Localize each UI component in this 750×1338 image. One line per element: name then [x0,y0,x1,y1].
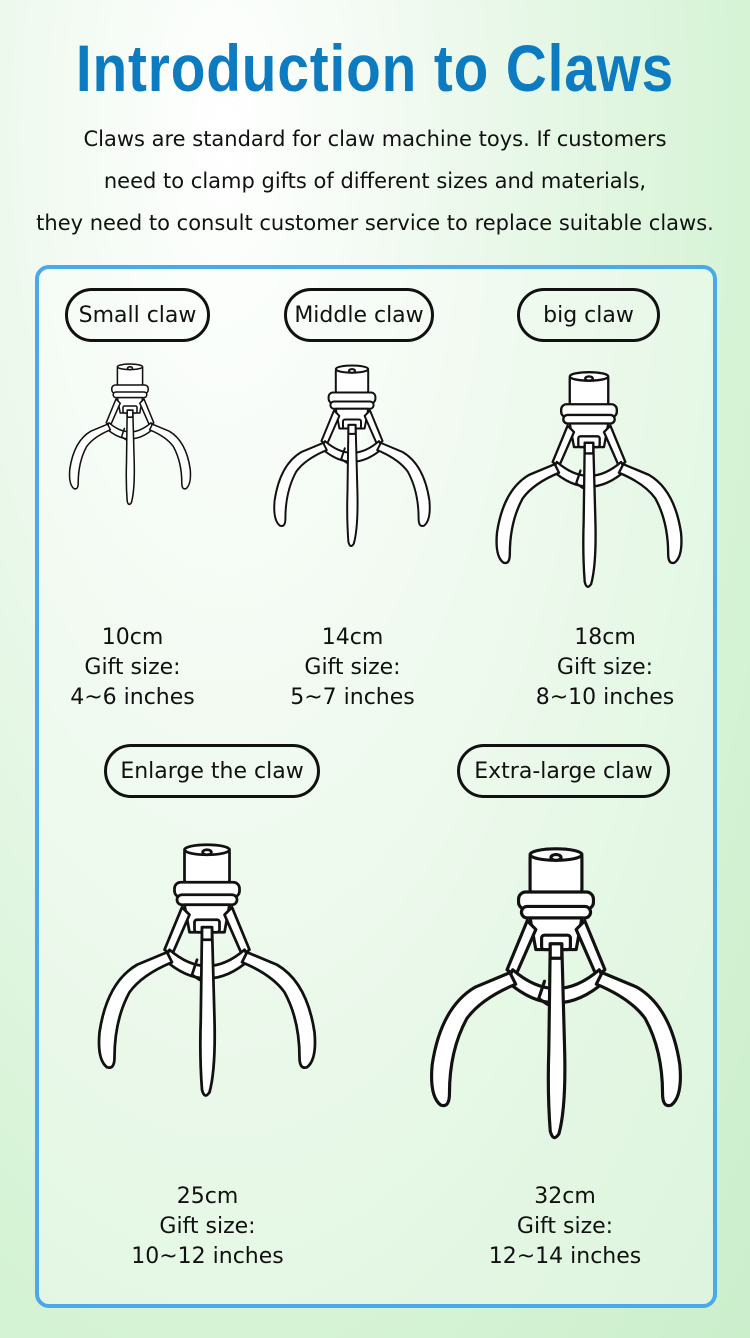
intro-line: they need to consult customer service to… [36,211,714,235]
gift-size-label: Gift size: [84,655,181,680]
gift-size-label: Gift size: [304,655,401,680]
claw-illustration-icon [429,847,683,1140]
claw-label-enlarge: Enlarge the claw [104,744,320,798]
claw-size: 14cm [321,625,384,650]
claw-size: 25cm [176,1184,239,1209]
intro-line: need to clamp gifts of different sizes a… [103,169,647,193]
claw-label-big: big claw [517,288,660,342]
claw-size: 32cm [534,1184,596,1209]
claw-size: 18cm [574,625,636,650]
claw-spec-big: 18cm Gift size: 8~10 inches [500,623,710,713]
claw-size: 10cm [101,625,164,650]
gift-size-value: 5~7 inches [290,685,415,710]
claw-illustration-icon [495,370,683,588]
claw-label-small: Small claw [65,288,210,342]
gift-size-value: 4~6 inches [70,685,195,710]
gift-size-label: Gift size: [516,1214,614,1239]
gift-size-label: Gift size: [159,1214,256,1239]
gift-size-value: 8~10 inches [535,685,675,710]
claw-illustration-icon [97,843,317,1097]
claw-spec-extra-large: 32cm Gift size: 12~14 inches [465,1182,665,1272]
claw-spec-middle: 14cm Gift size: 5~7 inches [260,623,445,713]
claw-spec-small: 10cm Gift size: 4~6 inches [40,623,225,713]
claw-spec-enlarge: 25cm Gift size: 10~12 inches [110,1182,305,1272]
intro-text: Claws are standard for claw machine toys… [0,118,750,244]
page-title: Introduction to Claws [75,31,675,105]
gift-size-label: Gift size: [556,655,654,680]
gift-size-value: 12~14 inches [488,1244,642,1269]
claw-label-extra-large: Extra-large claw [457,744,670,798]
claw-label-middle: Middle claw [284,288,434,342]
gift-size-value: 10~12 inches [131,1244,284,1269]
intro-line: Claws are standard for claw machine toys… [83,127,667,151]
claw-illustration-icon [68,363,192,506]
claw-illustration-icon [273,364,431,548]
